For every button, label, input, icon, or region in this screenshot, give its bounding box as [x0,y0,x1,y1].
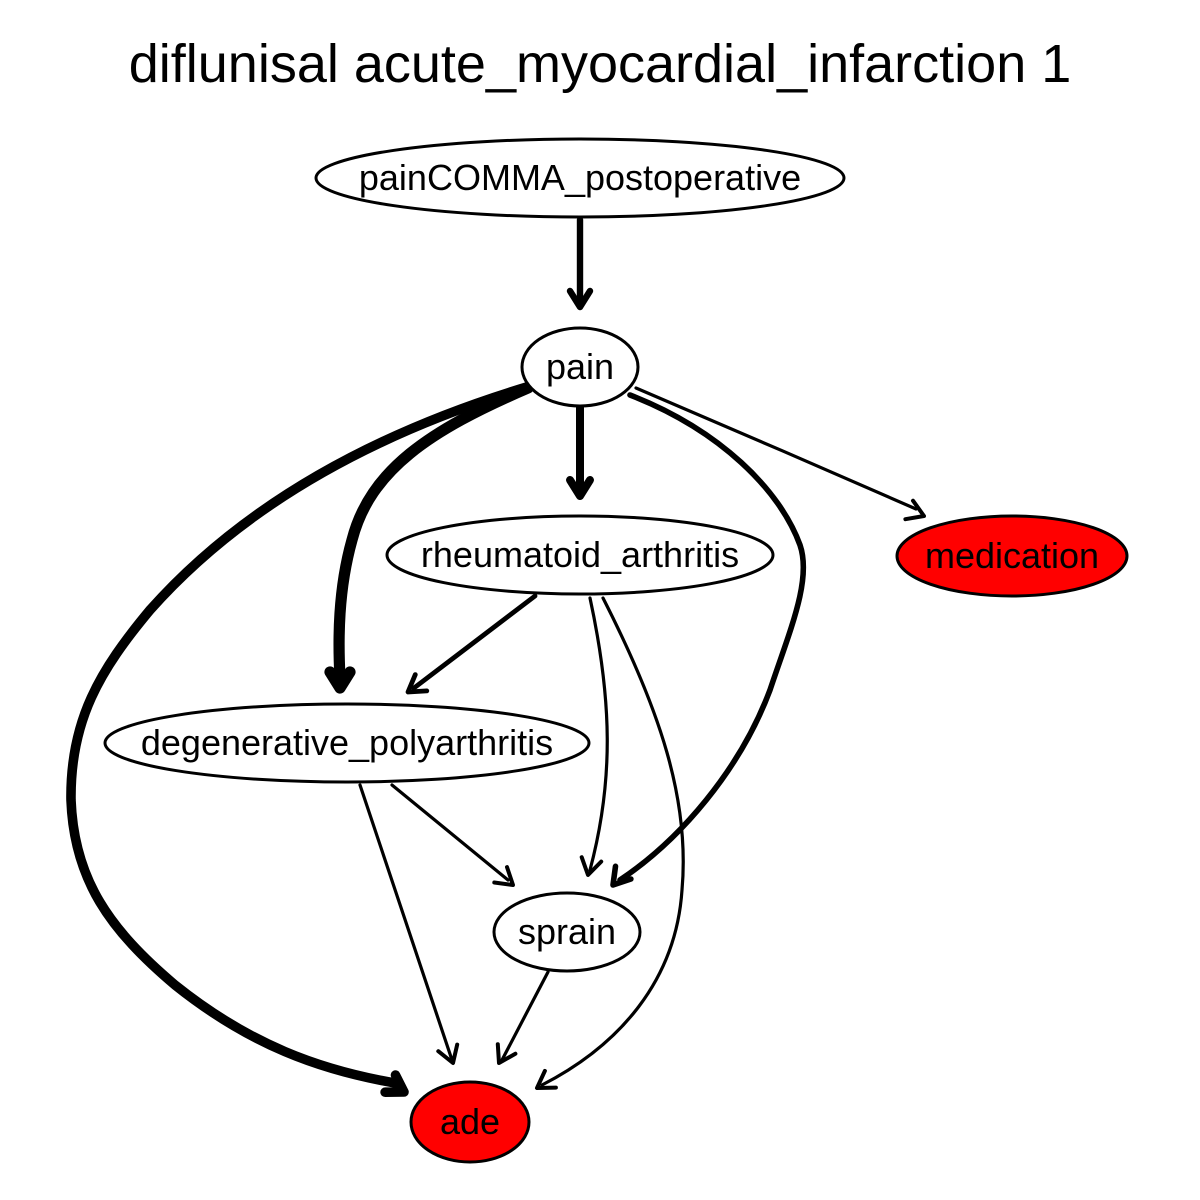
node-rheumatoid_arthritis: rheumatoid_arthritis [385,514,775,596]
node-medication: medication [895,514,1129,598]
node-shape [520,326,640,408]
node-degenerative_polyarthritis: degenerative_polyarthritis [103,702,591,784]
node-label: sprain [518,911,616,952]
node-label: rheumatoid_arthritis [421,534,739,575]
edge-arrowhead [610,863,634,888]
edge-arrowhead [405,672,430,695]
edge-pain-to-rheumatoid_arthritis [566,403,594,500]
edge-arrowhead [566,476,594,500]
edge-line [66,381,535,1088]
node-shape [409,1080,531,1164]
edge-arrowhead [579,855,604,877]
edge-line [500,970,550,1062]
node-shape [492,891,642,973]
edge-line [634,386,918,511]
edge-rheumatoid_arthritis-to-ade [535,596,685,1090]
edge-degenerative_polyarthritis-to-ade [358,783,460,1065]
edge-pain-to-ade [66,381,535,1097]
node-shape [385,514,775,596]
edge-arrowhead [324,666,356,694]
edge-arrowhead [566,287,594,311]
edge-rheumatoid_arthritis-to-sprain [579,596,609,877]
edge-painCOMMA_postoperative-to-pain [566,216,594,311]
node-ade: ade [409,1080,531,1164]
node-pain: pain [520,326,640,408]
node-shape [314,137,846,219]
edge-line [390,783,510,882]
edge-degenerative_polyarthritis-to-sprain [390,783,515,887]
edge-line [358,783,454,1062]
edge-line [333,382,534,684]
edge-line [411,593,538,691]
edges-layer [66,216,926,1097]
edge-line [588,596,609,872]
edge-arrowhead [380,1070,409,1097]
edge-pain-to-degenerative_polyarthritis [324,382,534,694]
edge-pain-to-sprain [610,392,807,888]
edge-rheumatoid_arthritis-to-degenerative_polyarthritis [405,593,538,695]
node-shape [895,514,1129,598]
edge-arrowhead [495,1042,518,1065]
edge-line [617,392,807,883]
node-painCOMMA_postoperative: painCOMMA_postoperative [314,137,846,219]
node-label: ade [440,1101,500,1142]
node-sprain: sprain [492,891,642,973]
edge-arrowhead [492,865,515,887]
node-label: pain [546,346,614,387]
edge-arrowhead [436,1042,460,1065]
node-label: painCOMMA_postoperative [359,157,801,198]
node-label: medication [925,535,1099,576]
edge-sprain-to-ade [495,970,550,1065]
edge-arrowhead [535,1068,558,1090]
diagram-title: diflunisal acute_myocardial_infarction 1 [129,34,1072,94]
node-label: degenerative_polyarthritis [141,722,553,763]
node-shape [103,702,591,784]
edge-arrowhead [903,498,926,522]
edge-line [540,596,685,1087]
edge-pain-to-medication [634,386,926,522]
